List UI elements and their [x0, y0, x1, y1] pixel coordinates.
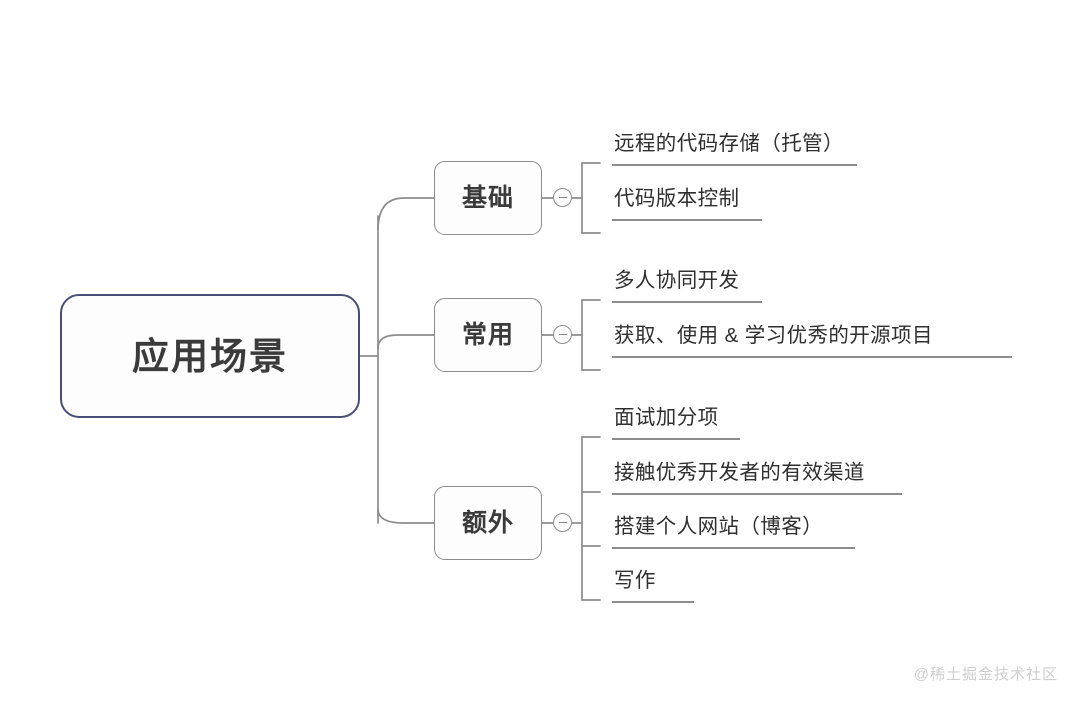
- leaf-item-label: 面试加分项: [614, 406, 719, 429]
- branch-node-label: 常用: [461, 320, 514, 349]
- collapse-toggle-extra-icon[interactable]: [553, 513, 572, 532]
- leaf-item[interactable]: 远程的代码存储（托管）: [612, 132, 857, 166]
- minus-bar: [558, 521, 567, 524]
- leaf-item-rule: [612, 547, 855, 549]
- leaf-item-rule: [612, 301, 762, 303]
- leaf-item[interactable]: 面试加分项: [612, 406, 740, 440]
- leaf-item-rule: [612, 356, 1012, 358]
- leaf-item[interactable]: 多人协同开发: [612, 269, 762, 303]
- branch-node-label: 基础: [461, 183, 514, 212]
- minus-bar: [558, 196, 567, 199]
- leaf-item[interactable]: 接触优秀开发者的有效渠道: [612, 461, 902, 495]
- leaf-item-label: 获取、使用 & 学习优秀的开源项目: [614, 324, 933, 347]
- leaf-item-label: 代码版本控制: [614, 187, 740, 210]
- leaf-item-label: 写作: [614, 569, 656, 592]
- watermark: @稀土掘金技术社区: [913, 666, 1058, 683]
- leaf-item-label: 搭建个人网站（博客）: [614, 515, 823, 538]
- leaf-item[interactable]: 写作: [612, 569, 694, 603]
- leaf-item[interactable]: 搭建个人网站（博客）: [612, 515, 855, 549]
- leaf-item-label: 多人协同开发: [614, 269, 740, 292]
- leaf-item-rule: [612, 493, 902, 495]
- collapse-toggle-basics-icon[interactable]: [553, 188, 572, 207]
- leaf-item-rule: [612, 438, 740, 440]
- connector-trunk-branch-2: [377, 334, 435, 349]
- leaf-item-rule: [612, 219, 762, 221]
- branch-node-common[interactable]: 常用: [434, 298, 542, 372]
- leaf-item-label: 接触优秀开发者的有效渠道: [614, 461, 865, 484]
- leaf-item-label: 远程的代码存储（托管）: [614, 132, 844, 155]
- leaf-item-rule: [612, 164, 857, 166]
- leaf-item[interactable]: 代码版本控制: [612, 187, 762, 221]
- collapse-toggle-common-icon[interactable]: [553, 325, 572, 344]
- root-node-label: 应用场景: [132, 335, 288, 377]
- minus-bar: [558, 333, 567, 336]
- connector-trunk-branch-3: [377, 508, 435, 524]
- root-node[interactable]: 应用场景: [60, 294, 360, 418]
- branch-node-basics[interactable]: 基础: [434, 161, 542, 235]
- branch-node-extra[interactable]: 额外: [434, 486, 542, 560]
- leaf-item-rule: [612, 601, 694, 603]
- leaf-item[interactable]: 获取、使用 & 学习优秀的开源项目: [612, 324, 1012, 358]
- branch-node-label: 额外: [461, 508, 514, 537]
- connector-trunk-branch-1: [377, 197, 435, 231]
